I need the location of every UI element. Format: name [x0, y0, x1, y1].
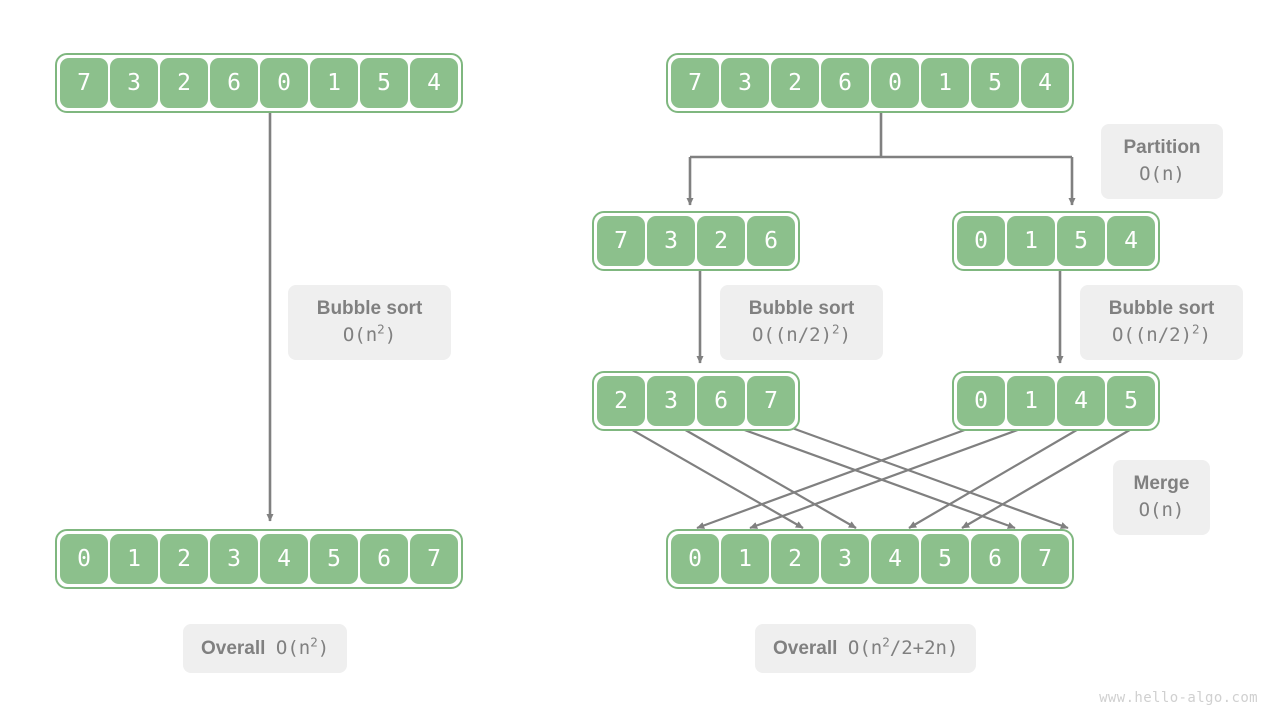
- note-formula: O((n/2)2): [1111, 322, 1212, 347]
- left-bubble-sort-note: Bubble sort O(n2): [288, 285, 451, 360]
- array-cell: 6: [210, 58, 258, 108]
- watermark: www.hello-algo.com: [1099, 690, 1258, 706]
- partition-note: Partition O(n): [1101, 124, 1223, 199]
- array-cell: 3: [210, 534, 258, 584]
- left-sub-bubble-sort-note: Bubble sort O((n/2)2): [720, 285, 883, 360]
- note-formula: O(n): [1139, 163, 1185, 186]
- note-formula: O((n/2)2): [751, 322, 852, 347]
- array-cell: 5: [921, 534, 969, 584]
- array-cell: 5: [971, 58, 1019, 108]
- left-overall-note: Overall O(n2): [183, 624, 348, 674]
- array-cell: 3: [110, 58, 158, 108]
- array-cell: 6: [360, 534, 408, 584]
- merge-note: Merge O(n): [1113, 460, 1210, 535]
- array-cell: 1: [921, 58, 969, 108]
- array-cell: 1: [1007, 216, 1055, 266]
- note-title: Bubble sort: [748, 298, 855, 319]
- note-title: Overall: [773, 638, 838, 659]
- array-cell: 2: [771, 58, 819, 108]
- array-cell: 2: [771, 534, 819, 584]
- array-cell: 1: [1007, 376, 1055, 426]
- array-cell: 7: [597, 216, 645, 266]
- note-formula: O(n): [1138, 499, 1185, 522]
- array-cell: 7: [747, 376, 795, 426]
- note-title: Partition: [1123, 137, 1201, 158]
- array-cell: 0: [60, 534, 108, 584]
- array-cell: 6: [971, 534, 1019, 584]
- array-cell: 5: [1107, 376, 1155, 426]
- note-formula: O(n2): [275, 634, 330, 659]
- note-title: Overall: [201, 638, 266, 659]
- merge-arrows: [621, 422, 1141, 530]
- array-cell: 4: [410, 58, 458, 108]
- array-cell: 0: [957, 376, 1005, 426]
- array-cell: 4: [260, 534, 308, 584]
- array-cell: 3: [647, 216, 695, 266]
- array-cell: 7: [60, 58, 108, 108]
- note-title: Bubble sort: [316, 298, 423, 319]
- array-cell: 0: [260, 58, 308, 108]
- array-cell: 7: [671, 58, 719, 108]
- array-cell: 3: [647, 376, 695, 426]
- right-sub-bubble-sort-note: Bubble sort O((n/2)2): [1080, 285, 1243, 360]
- array-cell: 2: [697, 216, 745, 266]
- note-formula: O(n2): [342, 322, 397, 347]
- array-cell: 5: [1057, 216, 1105, 266]
- array-cell: 5: [360, 58, 408, 108]
- array-cell: 2: [160, 534, 208, 584]
- array-cell: 7: [1021, 534, 1069, 584]
- note-title: Merge: [1133, 473, 1190, 494]
- sub-bubble-sort-arrows: [696, 265, 1064, 364]
- array-cell: 6: [821, 58, 869, 108]
- array-cell: 0: [871, 58, 919, 108]
- right-overall-note: Overall O(n2/2+2n): [755, 624, 977, 674]
- note-formula: O(n2/2+2n): [847, 634, 959, 659]
- array-cell: 2: [597, 376, 645, 426]
- array-cell: 6: [697, 376, 745, 426]
- array-cell: 3: [721, 58, 769, 108]
- array-cell: 7: [410, 534, 458, 584]
- array-cell: 4: [1057, 376, 1105, 426]
- array-cell: 1: [721, 534, 769, 584]
- array-cell: 3: [821, 534, 869, 584]
- partition-fork-arrows: [686, 108, 1076, 206]
- array-cell: 1: [310, 58, 358, 108]
- array-cell: 0: [671, 534, 719, 584]
- array-cell: 2: [160, 58, 208, 108]
- array-cell: 1: [110, 534, 158, 584]
- note-title: Bubble sort: [1108, 298, 1215, 319]
- array-cell: 6: [747, 216, 795, 266]
- array-cell: 4: [871, 534, 919, 584]
- array-cell: 4: [1107, 216, 1155, 266]
- array-cell: 4: [1021, 58, 1069, 108]
- array-cell: 0: [957, 216, 1005, 266]
- array-cell: 5: [310, 534, 358, 584]
